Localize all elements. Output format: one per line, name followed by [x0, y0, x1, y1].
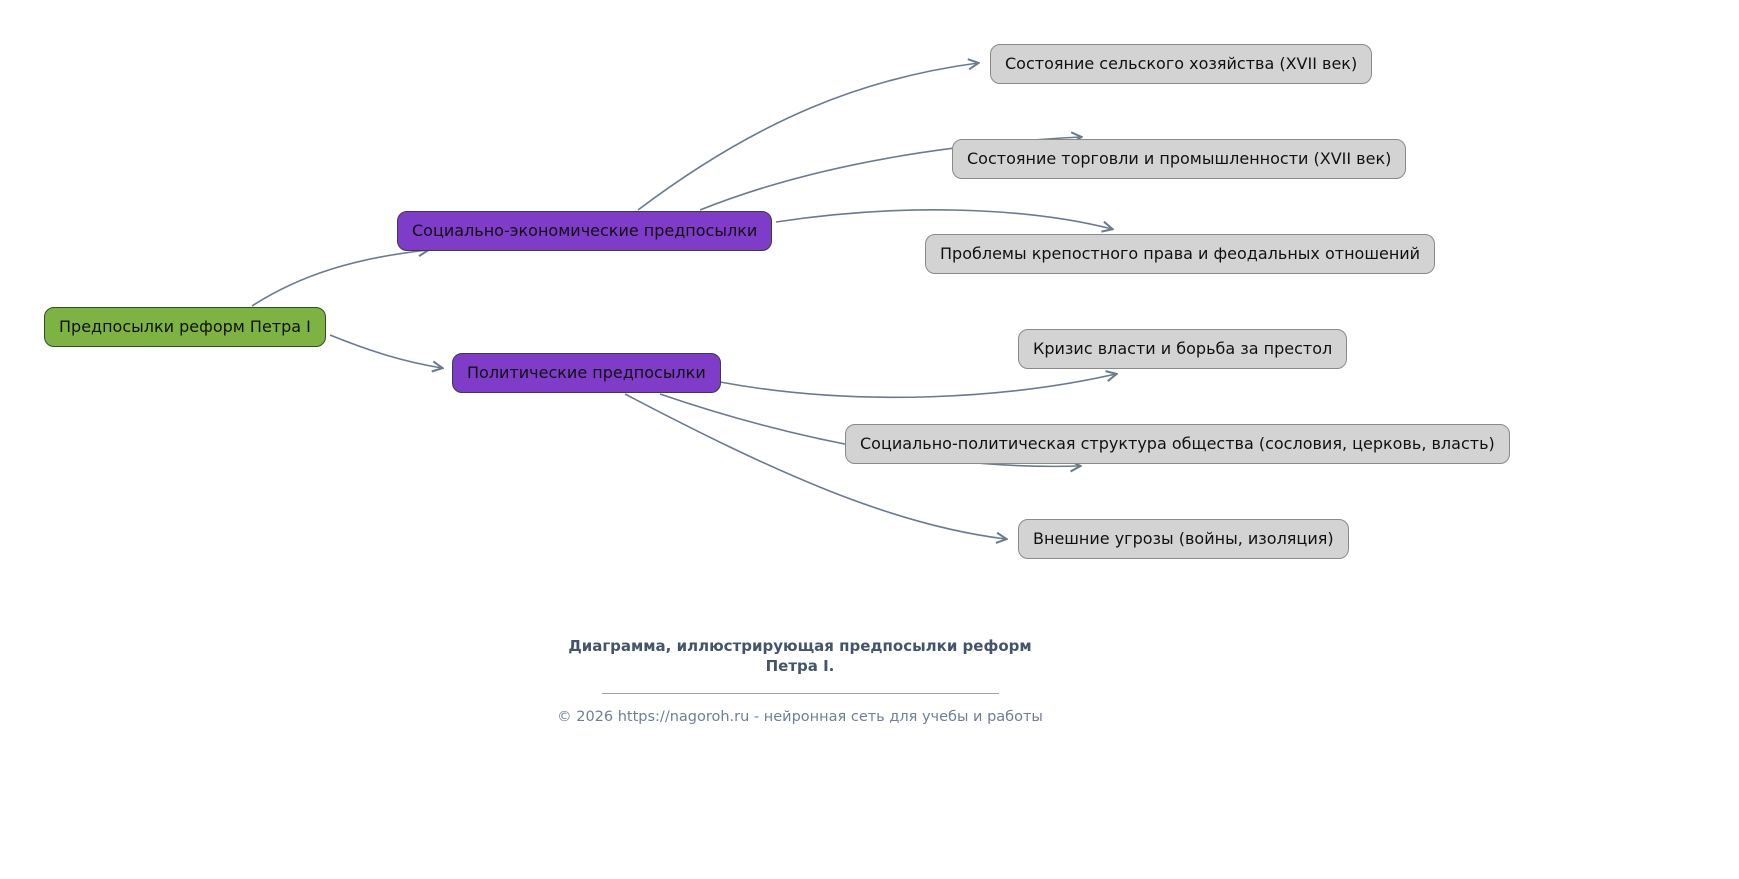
node-leaf-external-threats: Внешние угрозы (войны, изоляция): [1018, 519, 1349, 559]
node-leaf-power-crisis: Кризис власти и борьба за престол: [1018, 329, 1348, 369]
node-leaf-trade-industry: Состояние торговли и промышленности (XVI…: [952, 139, 1407, 179]
edge-social-to-serfdom: [775, 209, 1112, 229]
edge-root-to-social-economic: [251, 250, 428, 307]
node-leaf-social-structure: Социально-политическая структура обществ…: [845, 424, 1510, 464]
node-leaf-agriculture: Состояние сельского хозяйства (XVII век): [990, 44, 1373, 84]
caption-divider: [601, 692, 999, 694]
footer-text: © 2026 https://nagoroh.ru - нейронная се…: [557, 708, 1043, 725]
edge-social-to-agriculture: [637, 63, 978, 211]
caption-block: Диаграмма, иллюстрирующая предпосылки ре…: [400, 636, 1200, 725]
node-leaf-serfdom: Проблемы крепостного права и феодальных …: [925, 234, 1436, 274]
node-branch-social-economic: Социально-экономические предпосылки: [397, 211, 773, 251]
edge-political-to-external-threats: [624, 393, 1006, 539]
node-root: Предпосылки реформ Петра I: [44, 307, 326, 347]
edge-political-to-power-crisis: [719, 374, 1116, 399]
edge-root-to-political: [329, 334, 442, 368]
node-branch-political: Политические предпосылки: [452, 353, 721, 393]
caption-line-1: Диаграмма, иллюстрирующая предпосылки ре…: [568, 637, 1032, 655]
caption-line-2: Петра I.: [765, 657, 835, 676]
